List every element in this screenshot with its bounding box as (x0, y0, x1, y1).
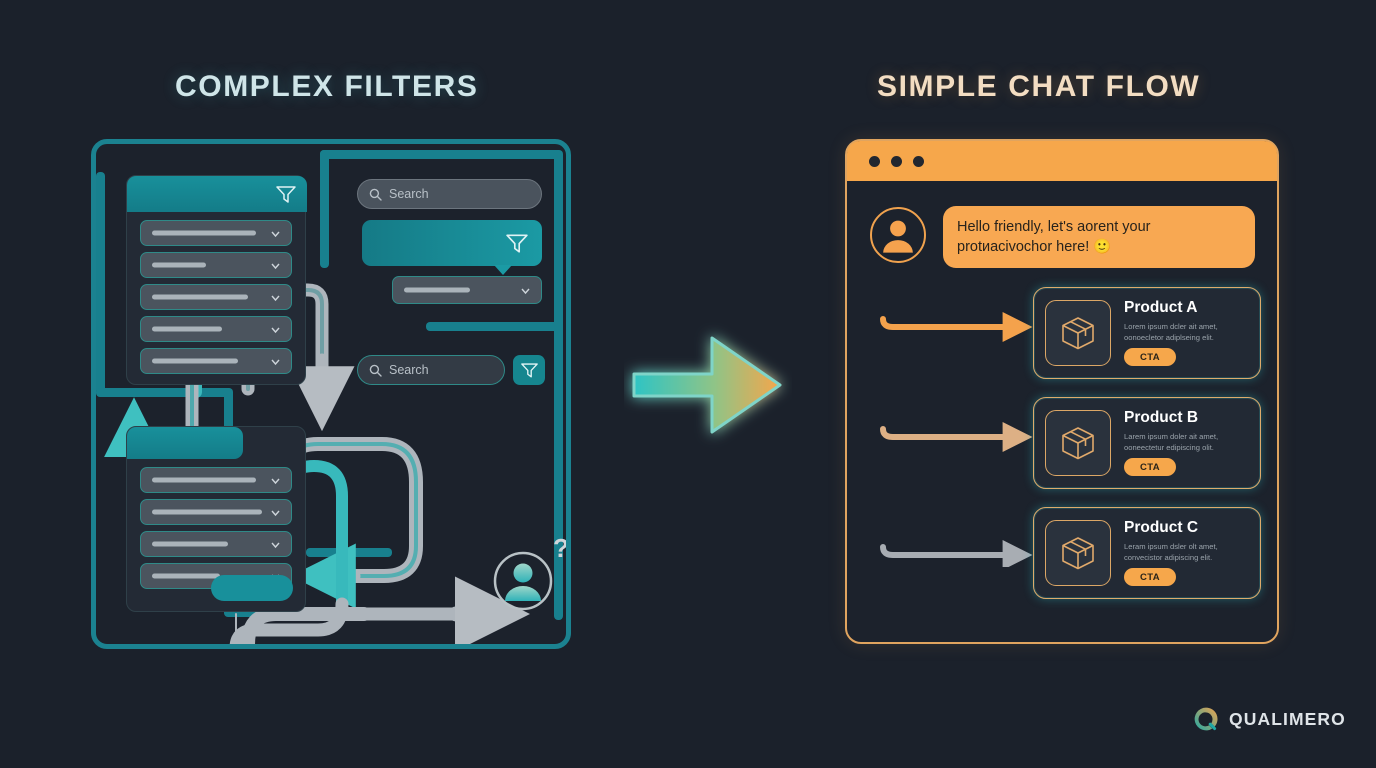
apply-filters-button[interactable] (211, 575, 293, 601)
search-placeholder-mid: Search (389, 363, 429, 377)
product-description: Leram ipsum dsler olt amet, convecistor … (1124, 542, 1218, 563)
dropdown-value-placeholder (152, 477, 256, 483)
chat-bubble: Hello friendly, let's aorent your protиа… (943, 206, 1255, 268)
filter-dropdown[interactable] (140, 316, 292, 342)
rail (426, 322, 563, 331)
user-avatar-icon (870, 207, 926, 263)
brand-name: QUALIMERO (1229, 708, 1346, 729)
funnel-icon (520, 363, 538, 378)
filter-dropdown-side[interactable] (392, 276, 542, 304)
complex-filters-panel: Search Search (91, 139, 571, 649)
simple-chat-flow-panel: Hello friendly, let's aorent your protиа… (845, 139, 1279, 644)
brand-logo: QUALIMERO (1193, 706, 1346, 732)
product-card[interactable]: Product A Lorem ipsum dcler ait amet, oo… (1033, 287, 1261, 379)
dropdown-value-placeholder (152, 262, 206, 268)
rail (554, 150, 563, 620)
cta-button[interactable]: CTA (1124, 348, 1176, 366)
chevron-down-icon (271, 295, 280, 302)
transition-arrow (632, 336, 782, 434)
filter-button[interactable] (513, 355, 545, 385)
page-title-right: SIMPLE CHAT FLOW (877, 70, 1201, 103)
filter-card-bottom (126, 426, 306, 612)
dropdown-value-placeholder (152, 326, 222, 332)
rail (96, 388, 232, 397)
filter-dropdown[interactable] (140, 252, 292, 278)
chevron-down-icon (271, 542, 280, 549)
funnel-icon (506, 234, 528, 253)
window-dot-maximize[interactable] (913, 155, 924, 167)
dropdown-value-placeholder (152, 358, 238, 364)
search-input-top[interactable]: Search (357, 179, 542, 209)
dropdown-value-placeholder (404, 287, 470, 293)
page-title-left: COMPLEX FILTERS (175, 70, 479, 103)
chevron-down-icon (271, 327, 280, 334)
chat-message-text: Hello friendly, let's aorent your protиа… (957, 219, 1151, 255)
chevron-down-icon (271, 263, 280, 270)
product-thumbnail (1045, 300, 1111, 366)
package-box-icon (1062, 317, 1094, 350)
rail (96, 172, 105, 394)
filter-dropdown[interactable] (140, 220, 292, 246)
chevron-down-icon (271, 359, 280, 366)
product-card[interactable]: Product C Leram ipsum dsler olt amet, co… (1033, 507, 1261, 599)
search-icon (369, 364, 382, 377)
chevron-down-icon (271, 478, 280, 485)
product-description: Larem ipsum doler ait amet, ooneectetur … (1124, 432, 1219, 453)
product-thumbnail (1045, 410, 1111, 476)
window-titlebar (847, 141, 1277, 181)
dropdown-value-placeholder (152, 230, 256, 236)
product-title: Product B (1124, 409, 1199, 426)
window-dot-minimize[interactable] (891, 155, 902, 167)
cta-button[interactable]: CTA (1124, 568, 1176, 586)
search-input-mid[interactable]: Search (357, 355, 505, 385)
filter-tag-banner (362, 220, 542, 275)
rail (320, 150, 329, 268)
funnel-icon (276, 186, 296, 203)
chevron-down-icon (271, 510, 280, 517)
search-placeholder-top: Search (389, 187, 429, 201)
confused-user: ? (491, 533, 566, 613)
dropdown-value-placeholder (152, 541, 228, 547)
product-thumbnail (1045, 520, 1111, 586)
search-icon (369, 188, 382, 201)
filter-card-header (127, 176, 307, 212)
rail (320, 150, 562, 159)
chevron-down-icon (521, 288, 530, 295)
chevron-down-icon (271, 231, 280, 238)
filter-dropdown[interactable] (140, 531, 292, 557)
dropdown-value-placeholder (152, 573, 220, 579)
window-dot-close[interactable] (869, 155, 880, 167)
package-box-icon (1062, 427, 1094, 460)
filter-dropdown[interactable] (140, 499, 292, 525)
filter-dropdown[interactable] (140, 348, 292, 374)
filter-dropdown[interactable] (140, 467, 292, 493)
question-mark: ? (553, 533, 566, 564)
filter-card-top (126, 175, 307, 385)
qualimero-q-icon (1194, 707, 1218, 731)
dropdown-value-placeholder (152, 294, 248, 300)
dropdown-value-placeholder (152, 509, 262, 515)
package-box-icon (1062, 537, 1094, 570)
product-card[interactable]: Product B Larem ipsum doler ait amet, oo… (1033, 397, 1261, 489)
flow-connectors (880, 267, 1033, 567)
filter-dropdown[interactable] (140, 284, 292, 310)
product-description: Lorem ipsum dcler ait amet, oonoecletor … (1124, 322, 1218, 343)
product-title: Product A (1124, 299, 1198, 316)
product-title: Product C (1124, 519, 1199, 536)
filter-card-header (127, 427, 243, 459)
cta-button[interactable]: CTA (1124, 458, 1176, 476)
